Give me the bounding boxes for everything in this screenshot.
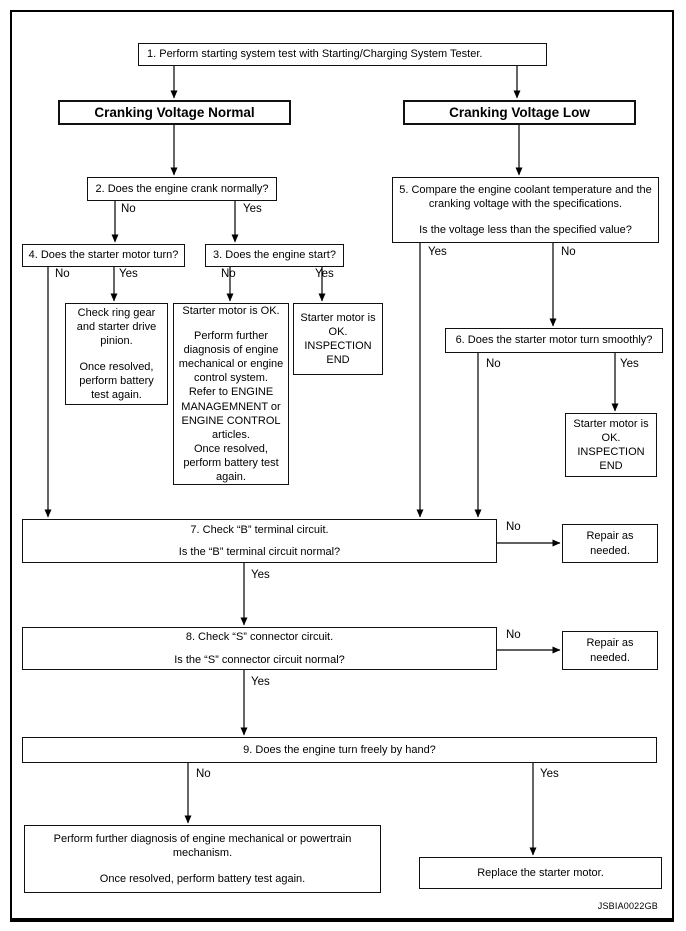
check-ring-gear-p2: Once resolved, perform battery test agai… (79, 360, 154, 401)
node-step5: 5. Compare the engine coolant temperatur… (392, 177, 659, 243)
node-step7: 7. Check “B” terminal circuit. Is the “B… (22, 519, 497, 563)
edge-label-step4-no: No (55, 268, 70, 280)
edge-label-step6-no: No (486, 358, 501, 370)
repair-2-text: Repair as needed. (586, 637, 634, 664)
node-step3: 3. Does the engine start? (205, 244, 344, 267)
starter-ok-diagnosis-p1: Starter motor is OK. (182, 305, 280, 318)
node-step9: 9. Does the engine turn freely by hand? (22, 737, 657, 763)
replace-starter-text: Replace the starter motor. (477, 866, 604, 879)
node-inspection-end-left: Starter motor is OK. INSPECTION END (293, 303, 383, 375)
node-check-ring-gear: Check ring gear and starter drive pinion… (65, 303, 168, 405)
diagram-border-frame (10, 10, 674, 922)
starter-ok-diagnosis-p3: Refer to ENGINE MANAGEMNENT or ENGINE CO… (181, 386, 281, 441)
edge-label-step6-yes: Yes (620, 358, 639, 370)
node-repair-as-needed-2: Repair as needed. (562, 631, 658, 670)
edge-label-step3-yes: Yes (315, 268, 334, 280)
edge-label-step7-yes: Yes (251, 569, 270, 581)
node-repair-as-needed-1: Repair as needed. (562, 524, 658, 563)
edge-label-step9-no: No (196, 768, 211, 780)
further-diagnosis-p2: Once resolved, perform battery test agai… (99, 872, 306, 885)
node-step4-text: 4. Does the starter motor turn? (28, 249, 179, 262)
node-step6: 6. Does the starter motor turn smoothly? (445, 328, 663, 353)
edge-label-step5-yes: Yes (428, 246, 447, 258)
edge-label-step5-no: No (561, 246, 576, 258)
node-step8-p1: 8. Check “S” connector circuit. (185, 631, 334, 644)
repair-1-text: Repair as needed. (586, 530, 634, 557)
edge-label-step4-yes: Yes (119, 268, 138, 280)
header-low-text: Cranking Voltage Low (449, 104, 590, 120)
edge-label-step9-yes: Yes (540, 768, 559, 780)
node-header-cranking-voltage-normal: Cranking Voltage Normal (58, 100, 291, 125)
further-diagnosis-p1: Perform further diagnosis of engine mech… (53, 833, 352, 860)
edge-label-step2-yes: Yes (243, 203, 262, 215)
node-step1: 1. Perform starting system test with Sta… (138, 43, 547, 66)
edge-label-step8-yes: Yes (251, 676, 270, 688)
node-further-diagnosis: Perform further diagnosis of engine mech… (24, 825, 381, 893)
edge-label-step2-no: No (121, 203, 136, 215)
edge-label-step3-no: No (221, 268, 236, 280)
node-step6-text: 6. Does the starter motor turn smoothly? (455, 334, 653, 347)
node-step2-text: 2. Does the engine crank normally? (95, 182, 269, 195)
node-inspection-end-right: Starter motor is OK. INSPECTION END (565, 413, 657, 477)
inspection-end-left-p2: INSPECTION END (304, 340, 372, 367)
node-step5-p2: Is the voltage less than the specified v… (419, 223, 632, 236)
edge-label-step8-no: No (506, 629, 521, 641)
figure-code: JSBIA0022GB (597, 901, 658, 911)
node-step3-text: 3. Does the engine start? (213, 249, 336, 262)
starter-ok-diagnosis-p2: Perform further diagnosis of engine mech… (178, 330, 284, 385)
edge-label-step7-no: No (506, 521, 521, 533)
node-step7-p1: 7. Check “B” terminal circuit. (190, 523, 329, 536)
inspection-end-right-p2: INSPECTION END (577, 446, 645, 473)
node-step2: 2. Does the engine crank normally? (87, 177, 277, 201)
inspection-end-right-p1: Starter motor is OK. (573, 417, 649, 444)
node-step9-text: 9. Does the engine turn freely by hand? (243, 743, 436, 756)
node-step5-p1: 5. Compare the engine coolant temperatur… (399, 184, 652, 211)
check-ring-gear-p1: Check ring gear and starter drive pinion… (76, 307, 157, 348)
node-step8-p2: Is the “S” connector circuit normal? (174, 653, 345, 666)
node-replace-starter-motor: Replace the starter motor. (419, 857, 662, 889)
node-step4: 4. Does the starter motor turn? (22, 244, 185, 267)
node-step7-p2: Is the “B” terminal circuit normal? (178, 546, 341, 558)
node-step8: 8. Check “S” connector circuit. Is the “… (22, 627, 497, 670)
header-normal-text: Cranking Voltage Normal (94, 104, 255, 120)
node-step1-text: 1. Perform starting system test with Sta… (147, 48, 483, 61)
inspection-end-left-p1: Starter motor is OK. (300, 311, 376, 338)
starter-ok-diagnosis-p4: Once resolved, perform battery test agai… (183, 442, 279, 483)
node-header-cranking-voltage-low: Cranking Voltage Low (403, 100, 636, 125)
node-starter-ok-diagnosis: Starter motor is OK. Perform further dia… (173, 303, 289, 485)
